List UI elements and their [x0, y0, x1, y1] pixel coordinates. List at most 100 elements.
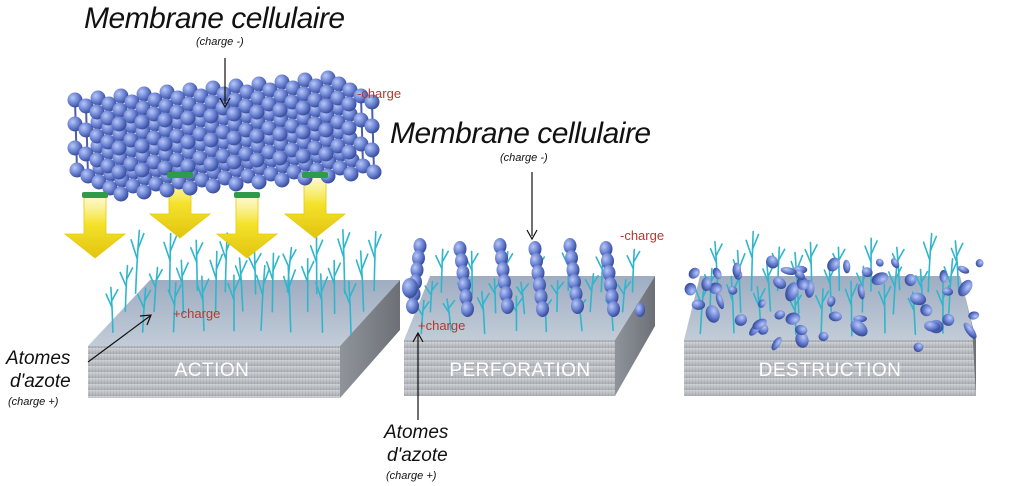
- membrane-lipid-head: [261, 96, 277, 112]
- membrane-lipid-head: [157, 112, 173, 128]
- membrane-lipid-head: [123, 156, 139, 172]
- nitrogen-atom: [119, 264, 134, 313]
- membrane-lipid-head: [89, 104, 105, 120]
- membrane-lipid-head: [250, 90, 266, 106]
- nitrogen-atom: [327, 259, 342, 315]
- debris-fragment: [795, 331, 809, 348]
- negative-charge-label-1: -charge: [357, 86, 402, 101]
- membrane-lipid-head: [67, 116, 83, 132]
- perforated-lipid: [569, 286, 583, 302]
- nitrogen-atom: [435, 248, 449, 293]
- perforated-lipid: [496, 262, 510, 278]
- debris-fragment: [758, 299, 766, 308]
- debris-fragment: [728, 285, 738, 295]
- debris-fragment: [957, 265, 970, 274]
- nitrogen-label-2-charge: (charge +): [386, 470, 437, 482]
- membrane-lipid-head: [169, 128, 185, 144]
- debris-fragment: [850, 320, 868, 337]
- positive-charge-label-2: +charge: [418, 318, 466, 333]
- membrane-lipid-head: [78, 122, 94, 138]
- debris-fragment: [843, 259, 851, 274]
- membrane-lipid-head: [284, 118, 300, 134]
- membrane-lipid-head: [135, 100, 151, 116]
- membrane-lipid-head: [100, 134, 116, 150]
- debris-fragment: [975, 259, 984, 268]
- nitrogen-label-2-line2: d'azote: [387, 445, 448, 466]
- membrane-lipid-head: [307, 116, 323, 132]
- nitrogen-atom: [105, 286, 119, 334]
- membrane-lipid-head: [215, 148, 231, 164]
- membrane-lipid-head: [331, 76, 347, 92]
- membrane-lipid-head: [364, 118, 380, 134]
- nitrogen-spikes-action: [105, 228, 382, 335]
- membrane-lipid-head: [100, 110, 116, 126]
- membrane-lipid-head: [318, 146, 334, 162]
- debris-fragment: [684, 282, 697, 296]
- membrane-lipid-head: [67, 92, 83, 108]
- perforated-lipid: [566, 262, 580, 278]
- perforated-lipid: [459, 289, 473, 305]
- membrane-lipid-head: [330, 114, 346, 130]
- perforated-lipid: [406, 298, 419, 314]
- membrane-lipid-head: [330, 90, 346, 106]
- membrane-lipid-head: [146, 130, 162, 146]
- perforated-lipid: [410, 262, 424, 278]
- membrane-lipid-head: [272, 126, 288, 142]
- debris-fragment: [939, 270, 948, 283]
- membrane-lipid-head: [226, 154, 242, 170]
- membrane-lipid-head: [319, 84, 335, 100]
- membrane-lipid-head: [204, 94, 220, 110]
- nitrogen-atom: [584, 273, 599, 313]
- perforated-lipid: [498, 274, 511, 290]
- membrane-lipid-head: [217, 170, 233, 186]
- perforated-lipid: [501, 298, 514, 314]
- membrane-lipid-head: [238, 122, 254, 138]
- nitrogen-atom: [476, 290, 490, 335]
- nitrogen-atom: [745, 230, 760, 292]
- membrane-lipid-head: [330, 138, 346, 154]
- perforated-lipid: [536, 301, 549, 317]
- perforated-lipid: [534, 289, 548, 305]
- debris-fragment: [766, 255, 779, 269]
- membrane-lipid-head: [307, 92, 323, 108]
- membrane-lipid-head: [146, 106, 162, 122]
- perforated-lipid: [495, 250, 508, 266]
- membrane-lipid-head: [238, 98, 254, 114]
- membrane-lipid-head: [353, 136, 369, 152]
- debris-fragment: [691, 299, 706, 310]
- membrane-lipid-head: [111, 164, 127, 180]
- membrane-lipid-head: [272, 102, 288, 118]
- membrane-lipid-head: [216, 86, 232, 102]
- membrane-lipid-head: [194, 172, 210, 188]
- membrane-lipid-head: [318, 122, 334, 138]
- perforated-lipid: [607, 301, 620, 317]
- membrane-charge-1: (charge -): [196, 36, 244, 48]
- nitrogen-atom: [815, 288, 830, 336]
- membrane-connector: [302, 172, 328, 178]
- membrane-lipid-head: [273, 88, 289, 104]
- membrane-lipid-head: [192, 150, 208, 166]
- membrane-lipid-head: [147, 92, 163, 108]
- nitrogen-spikes-destruction: [695, 230, 964, 337]
- debris-fragment: [774, 310, 786, 320]
- nitrogen-atom: [864, 237, 878, 292]
- perforated-lipid: [413, 238, 427, 254]
- membrane-lipid-head: [125, 178, 141, 194]
- nitrogen-atom: [255, 264, 271, 331]
- membrane-lipid-head: [320, 70, 336, 86]
- membrane-lipid-head: [112, 102, 128, 118]
- membrane-lipid-head: [284, 142, 300, 158]
- attraction-arrow: [63, 195, 127, 259]
- perforated-lipid: [412, 250, 425, 266]
- membrane-lipid-head: [78, 98, 94, 114]
- nitrogen-atom: [196, 275, 210, 332]
- debris-fragment: [715, 292, 725, 310]
- membrane-lipid-head: [102, 180, 118, 196]
- debris-fragment: [942, 313, 955, 326]
- membrane-lipid-head: [249, 104, 265, 120]
- membrane-lipid-head: [67, 140, 83, 156]
- membrane-lipid-head: [332, 160, 348, 176]
- membrane-title-1: Membrane cellulaire: [84, 2, 345, 35]
- nitrogen-atom: [163, 232, 178, 295]
- debris-fragment: [795, 324, 808, 336]
